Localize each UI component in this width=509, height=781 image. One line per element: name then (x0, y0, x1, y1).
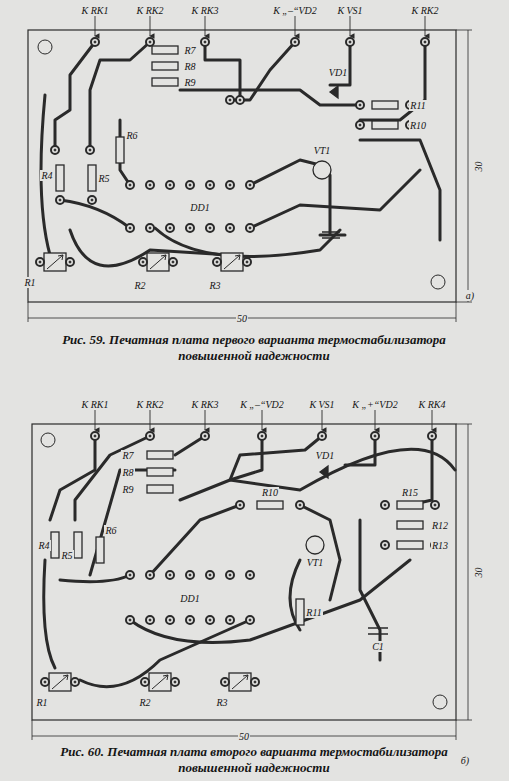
part-label: б) (460, 755, 470, 766)
part-label: 30 (473, 566, 484, 578)
part-label: К RK2 (136, 399, 165, 410)
part-label: 30 (473, 160, 484, 172)
part-label: R5 (60, 550, 73, 561)
part-label: R9 (183, 77, 196, 88)
part-label: К RK3 (191, 399, 220, 410)
part-label: К „–“VD2 (239, 399, 285, 410)
part-label: VT1 (306, 557, 325, 568)
part-label: VD1 (315, 450, 335, 461)
part-label: К RK1 (81, 399, 110, 410)
part-label: R7 (183, 45, 196, 56)
part-label: 50 (238, 731, 250, 742)
part-label: C1 (371, 641, 385, 652)
part-label: R9 (121, 484, 134, 495)
part-label: К RK3 (191, 5, 220, 16)
part-label: R11 (305, 607, 322, 618)
part-label: R1 (23, 277, 36, 288)
part-label: а) (465, 290, 475, 301)
part-label: R6 (125, 130, 138, 141)
part-label: R1 (35, 697, 48, 708)
part-label: R4 (37, 540, 50, 551)
part-label: VT1 (313, 145, 332, 156)
figure-caption: Рис. 60. Печатная плата второго варианта… (38, 744, 470, 777)
part-label: R3 (215, 697, 228, 708)
part-label: К VS1 (336, 5, 363, 16)
figure-caption: Рис. 59. Печатная плата первого варианта… (38, 332, 470, 365)
part-label: DD1 (189, 202, 210, 213)
part-label: R11 (409, 100, 426, 111)
part-label: VD1 (328, 67, 348, 78)
part-label: R12 (431, 520, 449, 531)
part-label: R2 (138, 697, 151, 708)
part-label: R5 (97, 173, 110, 184)
part-label: R3 (208, 280, 221, 291)
part-label: К VS1 (308, 399, 335, 410)
part-label: R2 (133, 280, 146, 291)
part-label: К RK1 (81, 5, 110, 16)
part-label: R10 (409, 120, 427, 131)
part-label: R8 (183, 61, 196, 72)
part-label: R8 (121, 467, 134, 478)
part-label: R10 (261, 487, 279, 498)
part-label: К RK2 (411, 5, 440, 16)
part-label: К RK2 (136, 5, 165, 16)
part-label: К RK4 (418, 399, 447, 410)
part-label: R6 (104, 525, 117, 536)
part-label: 50 (236, 313, 248, 324)
part-label: К „+“VD2 (351, 399, 398, 410)
part-label: К „–“VD2 (272, 5, 318, 16)
part-label: R4 (40, 170, 53, 181)
part-label: R13 (431, 540, 449, 551)
part-label: DD1 (179, 593, 200, 604)
part-label: R15 (401, 487, 419, 498)
part-label: R7 (121, 450, 134, 461)
